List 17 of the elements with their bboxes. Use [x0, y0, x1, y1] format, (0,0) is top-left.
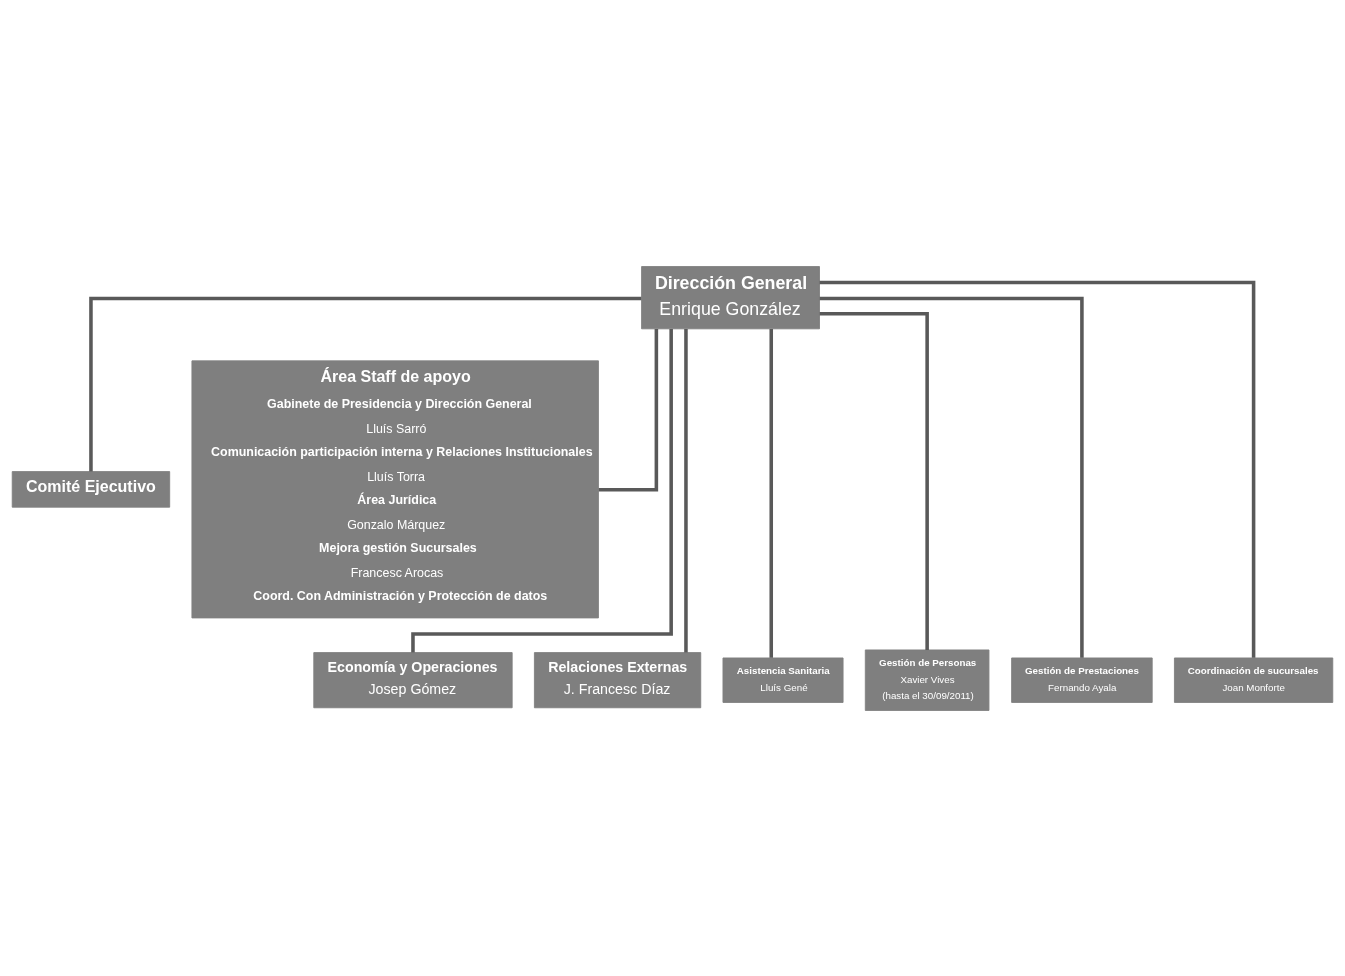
node-box: Gestión de Prestaciones Fernando Ayala: [1011, 657, 1153, 703]
connector: [769, 328, 773, 658]
connector: [598, 328, 659, 492]
node-box: Área Staff de apoyo Gabinete de Presidencia y Dirección General Lluís Sarró Comunicación participación interna y Relaciones Institucionales Lluís Torra Área Jurídica Gonzalo Márquez Mejora gestión Sucursales Francesc Arocas Coord. Con Administración y Protección de datos: [191, 359, 599, 618]
node-box: Dirección General Enrique González: [641, 265, 820, 329]
connector: [684, 328, 688, 652]
connector: [89, 296, 642, 471]
node-box: Economía y Operaciones Josep Gómez: [313, 651, 513, 708]
node-box: Gestión de Personas Xavier Vives (hasta el 30/09/2011): [864, 649, 990, 711]
connector: [819, 296, 1084, 658]
connector: [819, 311, 929, 650]
node-box: Relaciones Externas J. Francesc Díaz: [533, 651, 702, 708]
node-box: Asistencia Sanitaria Lluís Gené: [722, 657, 844, 703]
connector: [819, 280, 1256, 658]
node-box: Coordinación de sucursales Joan Monforte: [1174, 657, 1334, 703]
connector: [411, 328, 673, 652]
node-box: Comité Ejecutivo: [11, 470, 171, 508]
